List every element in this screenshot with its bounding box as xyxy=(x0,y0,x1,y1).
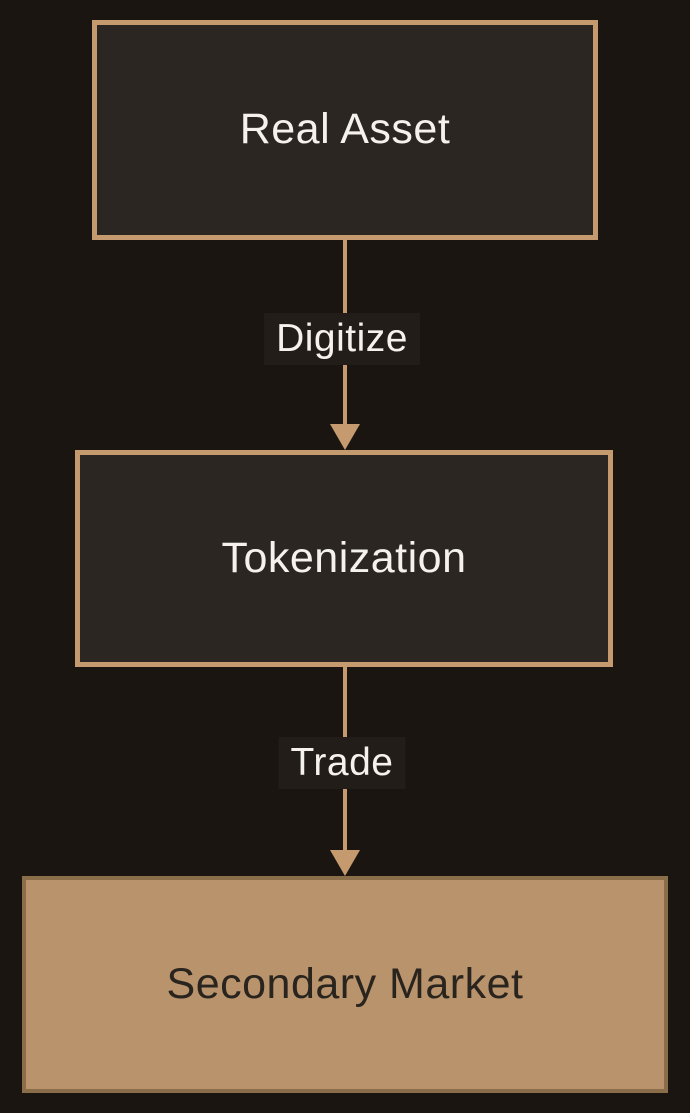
node-real-asset-label: Real Asset xyxy=(239,105,451,154)
edge-digitize-arrowhead-icon xyxy=(330,424,360,450)
node-tokenization: Tokenization xyxy=(75,450,613,667)
node-tokenization-label: Tokenization xyxy=(221,533,467,582)
edge-label-digitize: Digitize xyxy=(264,313,420,365)
node-real-asset: Real Asset xyxy=(92,20,598,240)
edge-trade-arrowhead-icon xyxy=(330,850,360,876)
node-secondary-market: Secondary Market xyxy=(22,876,668,1093)
edge-label-trade: Trade xyxy=(278,737,406,789)
node-secondary-market-label: Secondary Market xyxy=(166,959,524,1008)
